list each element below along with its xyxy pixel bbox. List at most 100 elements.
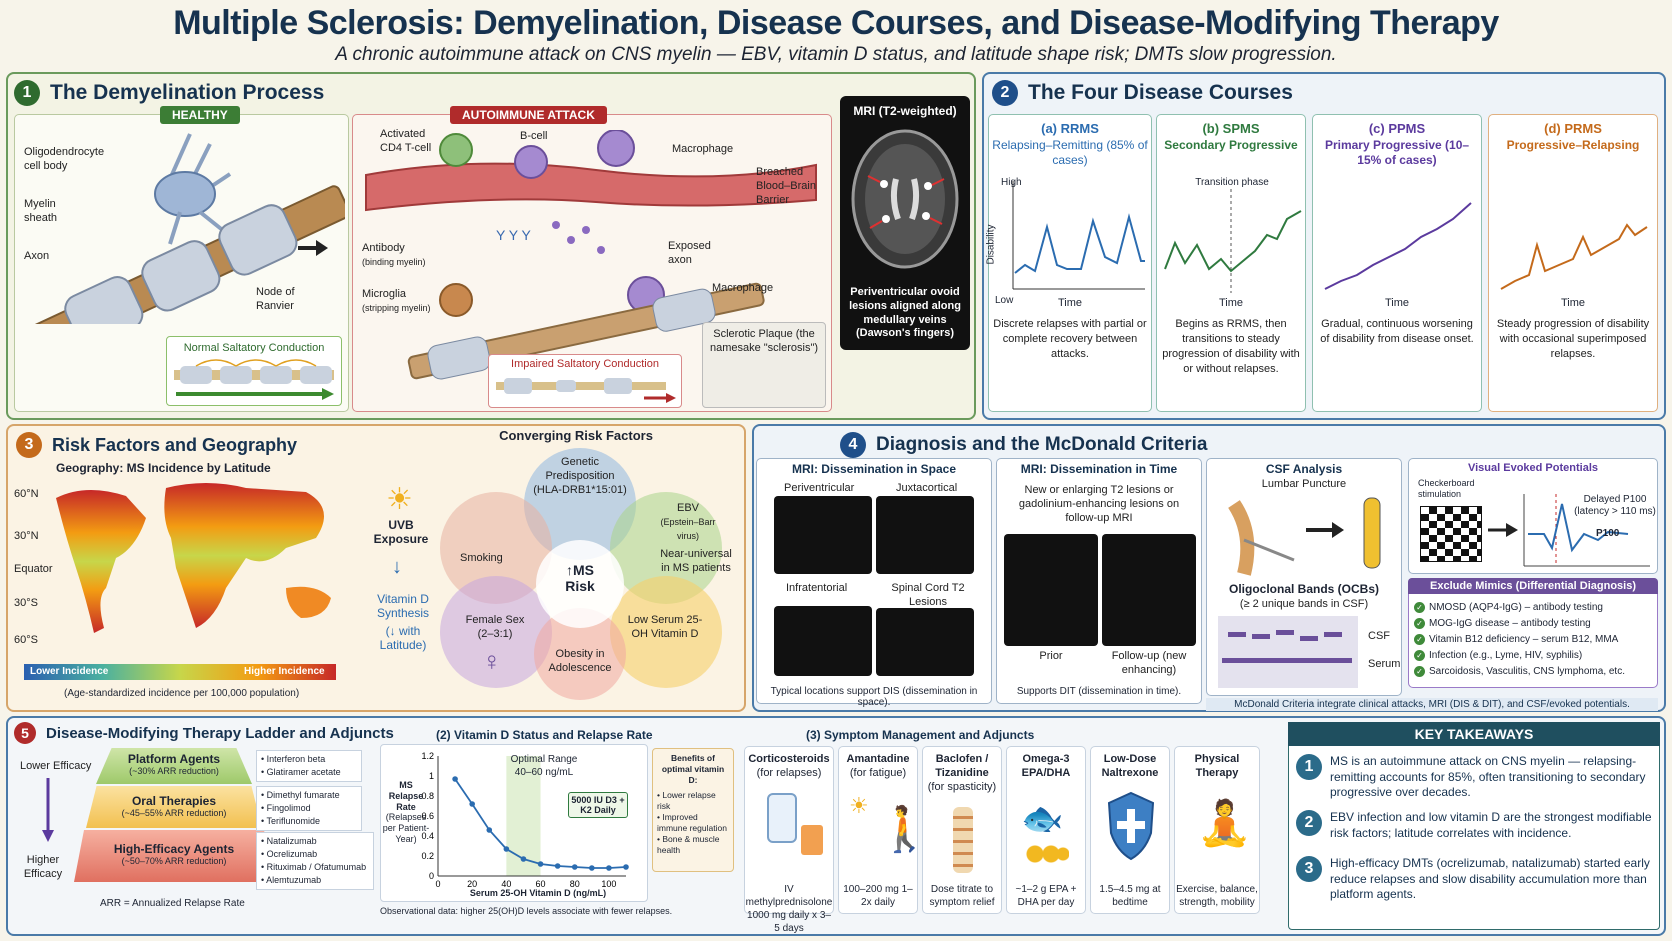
drug-item: • Teriflunomide [261,816,321,826]
drug-item: • Fingolimod [261,803,311,813]
mimic-item: ✓ Infection (e.g., Lyme, HIV, syphilis) [1414,648,1656,664]
label-macrophage-top: Macrophage [672,143,734,155]
card-amantadine-sub: (for fatigue) [849,766,907,779]
mri-caption: Periventricular ovoid lesions aligned al… [849,286,961,340]
card-ldn-title: Low-Dose Naltrexone [1091,753,1169,781]
down-arrow-icon: ↓ [392,556,402,578]
card-corticosteroids: Corticosteroids(for relapses) IV methylp… [744,746,834,934]
dit-follow-label: Follow-up (new enhancing) [1111,650,1187,676]
tier-platform-name: Platform Agents [127,752,221,766]
pill-bottle-icon [801,825,823,855]
card-baclofen-sub: (for spasticity) [927,780,997,793]
risk-center: ↑MS Risk [565,562,595,594]
mimic-list: ✓NMOSD (AQP4-IgG) – antibody testing ✓MO… [1414,600,1656,680]
exercise-person-icon: 🧘 [1197,799,1252,848]
card-amantadine-dose: 100–200 mg 1–2x daily [843,884,913,908]
vitd-chart-title: (2) Vitamin D Status and Relapse Rate [436,728,653,742]
course-rrms-sub: Relapsing–Remitting (85% of cases) [992,137,1148,168]
lat-30s: 30°S [14,597,38,609]
data-point [452,776,458,782]
rrms-axis-disability: Disability [985,224,997,265]
mimic-item-text: NMOSD (AQP4-IgG) – antibody testing [1429,602,1603,613]
higher-efficacy-label: Higher Efficacy [23,854,63,880]
label-axon: Axon [24,250,50,262]
drug-name: Ocrelizumab [266,849,318,859]
risk-venn-diagram [440,448,722,700]
benefit-text: Lower relapse risk [657,790,716,812]
mri-juxtacortical [876,496,974,574]
y-tick-label: 1 [429,771,434,781]
tier-platform-drugs: • Interferon beta • Glatiramer acetate [256,750,362,782]
dis-label-juxtacortical: Juxtacortical [896,482,958,494]
label-cd4-tcell: Activated CD4 T-cell [380,128,432,154]
vep-p100-label: P100 [1596,528,1620,539]
mri-spinal-cord [876,608,974,676]
data-point [520,856,527,862]
data-point [571,864,578,870]
normal-conduction-diagram [174,359,334,400]
check-icon: ✓ [1414,650,1425,661]
label-bcell: B-cell [520,130,548,142]
y-tick-label: 0 [429,871,434,881]
mimic-item-text: Infection (e.g., Lyme, HIV, syphilis) [1429,650,1583,661]
efficacy-arrow-icon [42,778,54,842]
csf-lp-label: Lumbar Puncture [1261,478,1347,490]
lat-60s: 60°S [14,634,38,646]
data-point [589,865,595,871]
card-physical-therapy: Physical Therapy 🧘 Exercise, balance, st… [1174,746,1260,914]
card-corticosteroids-name: Corticosteroids [748,753,830,765]
card-amantadine: Amantadine(for fatigue) ☀ 🚶 100–200 mg 1… [838,746,932,914]
course-ppms-chart [1324,202,1472,290]
panel4-title: Diagnosis and the McDonald Criteria [876,434,1208,455]
incidence-footnote: (Age-standardized incidence per 100,000 … [64,688,300,699]
card-corticosteroids-title: Corticosteroids(for relapses) [745,753,833,781]
dis-note: Typical locations support DIS (dissemina… [770,686,978,708]
mimic-item: ✓NMOSD (AQP4-IgG) – antibody testing [1414,600,1656,616]
course-prms-sub: Progressive–Relapsing [1506,137,1640,152]
card-amantadine-name: Amantadine [846,753,910,765]
x-tick-label: 80 [570,879,580,889]
y-tick-label: 0.6 [421,811,434,821]
x-tick-label: 40 [501,879,511,889]
fish-icon: 🐟 [1021,800,1064,838]
mimic-item: ✓Sarcoidosis, Vasculitis, CNS lymphoma, … [1414,664,1656,680]
ocb-title: Oligoclonal Bands (OCBs) [1228,582,1379,596]
checkerboard-icon [1420,506,1482,562]
dit-prior-label: Prior [1039,650,1063,662]
drug-name: Fingolimod [266,803,311,813]
card-omega3-title: Omega-3 EPA/DHA [1007,753,1085,781]
x-tick-label: 20 [467,879,477,889]
label-node-of-ranvier: Node of Ranvier [256,286,295,312]
mri-title: MRI (T2-weighted) [853,104,957,118]
ppms-axis-time: Time [1384,297,1410,309]
tier-high-efficacy: High-Efficacy Agents (~50–70% ARR reduct… [74,830,274,882]
vep-title: Visual Evoked Potentials [1467,462,1598,474]
tier-high-sub: (~50–70% ARR reduction) [121,856,227,866]
risk-genetic: Genetic Predisposition (HLA-DRB1*15:01) [533,456,627,496]
ocb-sub: (≥ 2 unique bands in CSF) [1239,598,1369,610]
card-omega3: Omega-3 EPA/DHA 🐟 ~1–2 g EPA + DHA per d… [1006,746,1086,914]
label-antibody: Antibody(binding myelin) [362,242,426,270]
risk-smoking: Smoking [460,552,503,564]
impaired-conduction-label: Impaired Saltatory Conduction [511,358,659,370]
risk-ebv-sub: (Epstein–Barr virus) [660,516,716,541]
mimic-item: ✓Vitamin B12 deficiency – serum B12, MMA [1414,632,1656,648]
takeaway-number: 3 [1296,856,1322,882]
symptoms-title: (3) Symptom Management and Adjuncts [806,728,1035,742]
label-microglia: Microglia(stripping myelin) [362,288,431,316]
data-point [537,861,544,867]
optimal-range-text: Optimal Range [510,754,578,765]
takeaway-1: 1 MS is an autoimmune attack on CNS myel… [1296,754,1654,801]
card-ldn-name: Low-Dose Naltrexone [1101,753,1159,779]
takeaway-text: High-efficacy DMTs (ocrelizumab, nataliz… [1330,856,1650,902]
card-pt-name: Physical Therapy [1194,753,1240,779]
drug-name: Natalizumab [266,836,317,846]
card-baclofen-dose: Dose titrate to symptom relief [929,884,995,908]
sclerotic-plaque-label: Sclerotic Plaque (the namesake "sclerosi… [709,328,819,354]
